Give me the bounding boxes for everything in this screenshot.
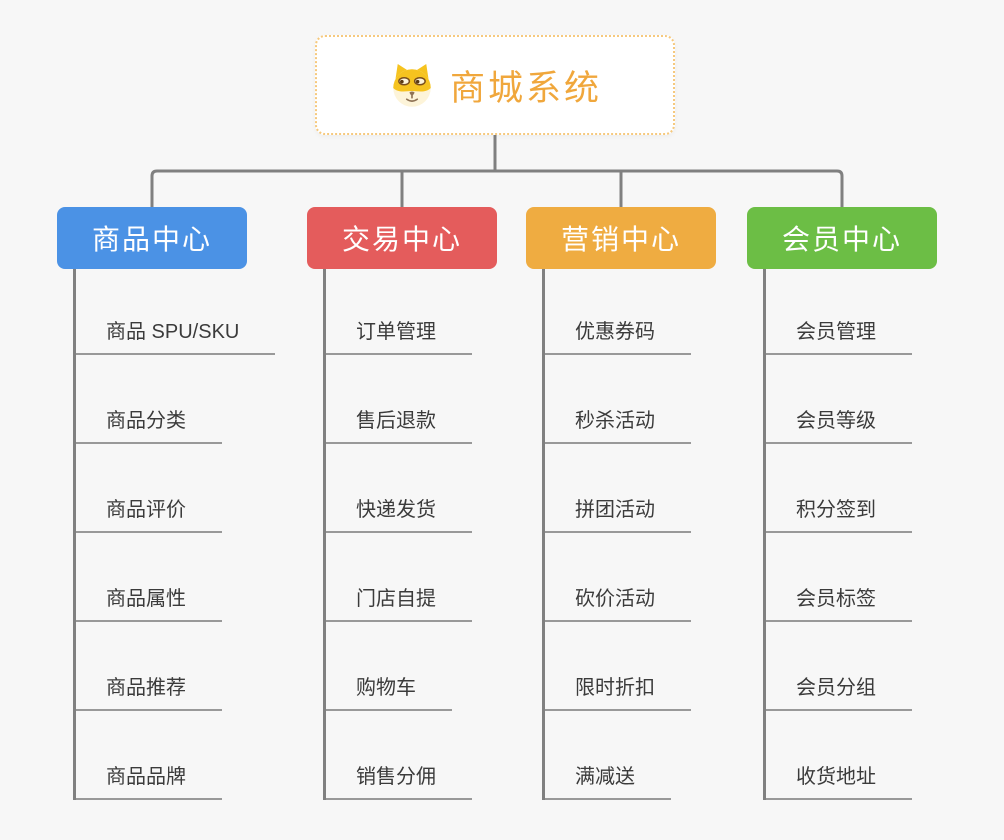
- leaf-node[interactable]: 会员分组: [763, 622, 937, 711]
- leaf-node[interactable]: 秒杀活动: [542, 355, 716, 444]
- leaf-node[interactable]: 门店自提: [323, 533, 497, 622]
- leaf-label: 会员标签: [763, 582, 912, 622]
- leaf-label: 商品品牌: [73, 760, 222, 800]
- leaf-node[interactable]: 售后退款: [323, 355, 497, 444]
- root-node[interactable]: 商城系统: [315, 35, 675, 135]
- leaf-label: 快递发货: [323, 493, 472, 533]
- branch-col-marketing-center: 营销中心 优惠券码 秒杀活动 拼团活动 砍价活动 限时折扣 满减送: [526, 207, 716, 800]
- leaf-label: 优惠券码: [542, 315, 691, 355]
- leaf-node[interactable]: 商品评价: [73, 444, 247, 533]
- leaf-label: 商品推荐: [73, 671, 222, 711]
- bus-line: [150, 169, 844, 207]
- branch-children-trade-center: 订单管理 售后退款 快递发货 门店自提 购物车 销售分佣: [323, 269, 497, 800]
- branch-children-marketing-center: 优惠券码 秒杀活动 拼团活动 砍价活动 限时折扣 满减送: [542, 269, 716, 800]
- leaf-label: 商品评价: [73, 493, 222, 533]
- leaf-node[interactable]: 会员标签: [763, 533, 937, 622]
- leaf-label: 商品分类: [73, 404, 222, 444]
- leaf-node[interactable]: 积分签到: [763, 444, 937, 533]
- leaf-label: 购物车: [323, 671, 452, 711]
- leaf-label: 限时折扣: [542, 671, 691, 711]
- leaf-node[interactable]: 收货地址: [763, 711, 937, 800]
- leaf-label: 会员分组: [763, 671, 912, 711]
- leaf-label: 积分签到: [763, 493, 912, 533]
- leaf-node[interactable]: 会员等级: [763, 355, 937, 444]
- root-title: 商城系统: [449, 68, 602, 108]
- leaf-label: 会员管理: [763, 315, 912, 355]
- branch-node-marketing-center[interactable]: 营销中心: [526, 207, 716, 269]
- branch-children-product-center: 商品 SPU/SKU 商品分类 商品评价 商品属性 商品推荐 商品品牌: [73, 269, 276, 800]
- branch-node-member-center[interactable]: 会员中心: [747, 207, 937, 269]
- branch-col-trade-center: 交易中心 订单管理 售后退款 快递发货 门店自提 购物车 销售分佣: [307, 207, 497, 800]
- branch-col-member-center: 会员中心 会员管理 会员等级 积分签到 会员标签 会员分组 收货地址: [747, 207, 937, 800]
- branch-node-trade-center[interactable]: 交易中心: [307, 207, 497, 269]
- leaf-label: 门店自提: [323, 582, 472, 622]
- leaf-label: 秒杀活动: [542, 404, 691, 444]
- leaf-label: 收货地址: [763, 760, 912, 800]
- branch-node-product-center[interactable]: 商品中心: [57, 207, 247, 269]
- leaf-node[interactable]: 快递发货: [323, 444, 497, 533]
- leaf-node[interactable]: 商品分类: [73, 355, 247, 444]
- leaf-label: 会员等级: [763, 404, 912, 444]
- leaf-node[interactable]: 优惠券码: [542, 269, 716, 355]
- leaf-label: 商品 SPU/SKU: [73, 315, 276, 355]
- leaf-label: 售后退款: [323, 404, 472, 444]
- dog-face-icon: [393, 64, 431, 107]
- branch-children-member-center: 会员管理 会员等级 积分签到 会员标签 会员分组 收货地址: [763, 269, 937, 800]
- leaf-node[interactable]: 商品品牌: [73, 711, 247, 800]
- leaf-node[interactable]: 会员管理: [763, 269, 937, 355]
- leaf-label: 拼团活动: [542, 493, 691, 533]
- leaf-label: 订单管理: [323, 315, 472, 355]
- leaf-node[interactable]: 满减送: [542, 711, 716, 800]
- leaf-node[interactable]: 商品属性: [73, 533, 247, 622]
- leaf-label: 销售分佣: [323, 760, 472, 800]
- branch-col-product-center: 商品中心 商品 SPU/SKU 商品分类 商品评价 商品属性 商品推荐 商品品牌: [57, 207, 276, 800]
- leaf-node[interactable]: 订单管理: [323, 269, 497, 355]
- leaf-node[interactable]: 销售分佣: [323, 711, 497, 800]
- leaf-label: 商品属性: [73, 582, 222, 622]
- leaf-node[interactable]: 砍价活动: [542, 533, 716, 622]
- leaf-label: 满减送: [542, 760, 671, 800]
- leaf-label: 砍价活动: [542, 582, 691, 622]
- leaf-node[interactable]: 限时折扣: [542, 622, 716, 711]
- leaf-node[interactable]: 商品 SPU/SKU: [73, 269, 276, 355]
- leaf-node[interactable]: 商品推荐: [73, 622, 247, 711]
- leaf-node[interactable]: 购物车: [323, 622, 497, 711]
- leaf-node[interactable]: 拼团活动: [542, 444, 716, 533]
